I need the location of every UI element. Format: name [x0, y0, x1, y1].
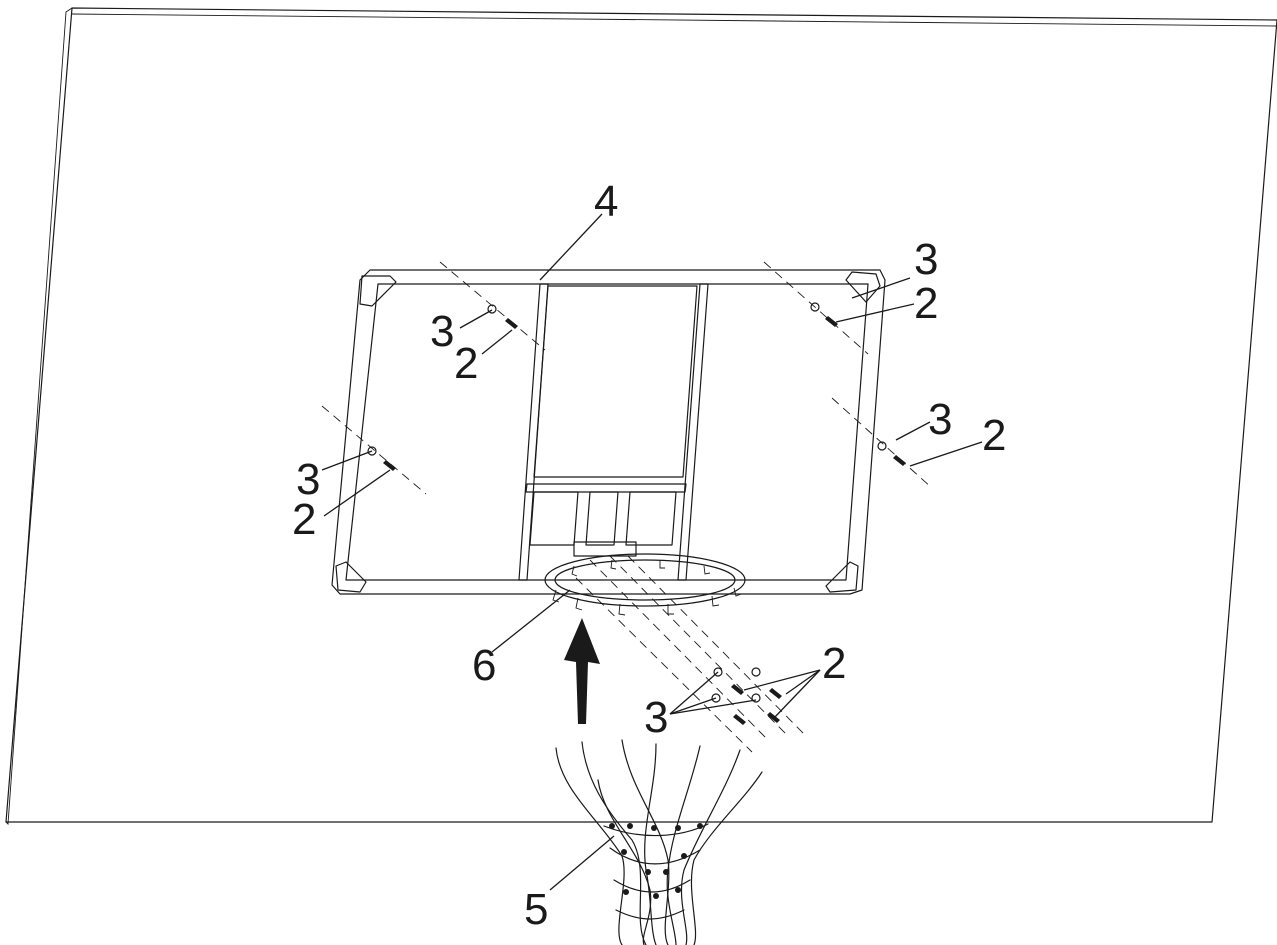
callout-washer-mid-left: 3 — [296, 455, 320, 504]
callout-screw-mid-left: 2 — [292, 495, 316, 544]
callout-screw-top-right: 2 — [914, 279, 938, 328]
callout-board-frame: 4 — [594, 177, 618, 226]
callout-screw-mid-right: 2 — [982, 411, 1006, 460]
callout-net: 5 — [524, 885, 548, 934]
basketball-rim — [544, 541, 807, 753]
backboard-frame — [331, 269, 886, 595]
direction-arrow — [564, 618, 600, 724]
callout-screw-rim: 2 — [822, 639, 846, 688]
callout-washer-top-right: 3 — [914, 235, 938, 284]
basketball-net — [555, 739, 763, 945]
mounting-panel — [5, 7, 1277, 826]
callout-rim: 6 — [472, 641, 496, 690]
fastener-axes — [321, 261, 933, 495]
callouts: 4 3 2 3 2 3 2 3 2 6 2 3 5 — [292, 177, 1006, 934]
callout-screw-top-left: 2 — [454, 339, 478, 388]
hardware — [367, 302, 906, 725]
callout-washer-top-left: 3 — [430, 307, 454, 356]
callout-washer-mid-right: 3 — [928, 395, 952, 444]
leader-lines — [321, 213, 983, 891]
callout-washer-rim: 3 — [644, 693, 668, 742]
